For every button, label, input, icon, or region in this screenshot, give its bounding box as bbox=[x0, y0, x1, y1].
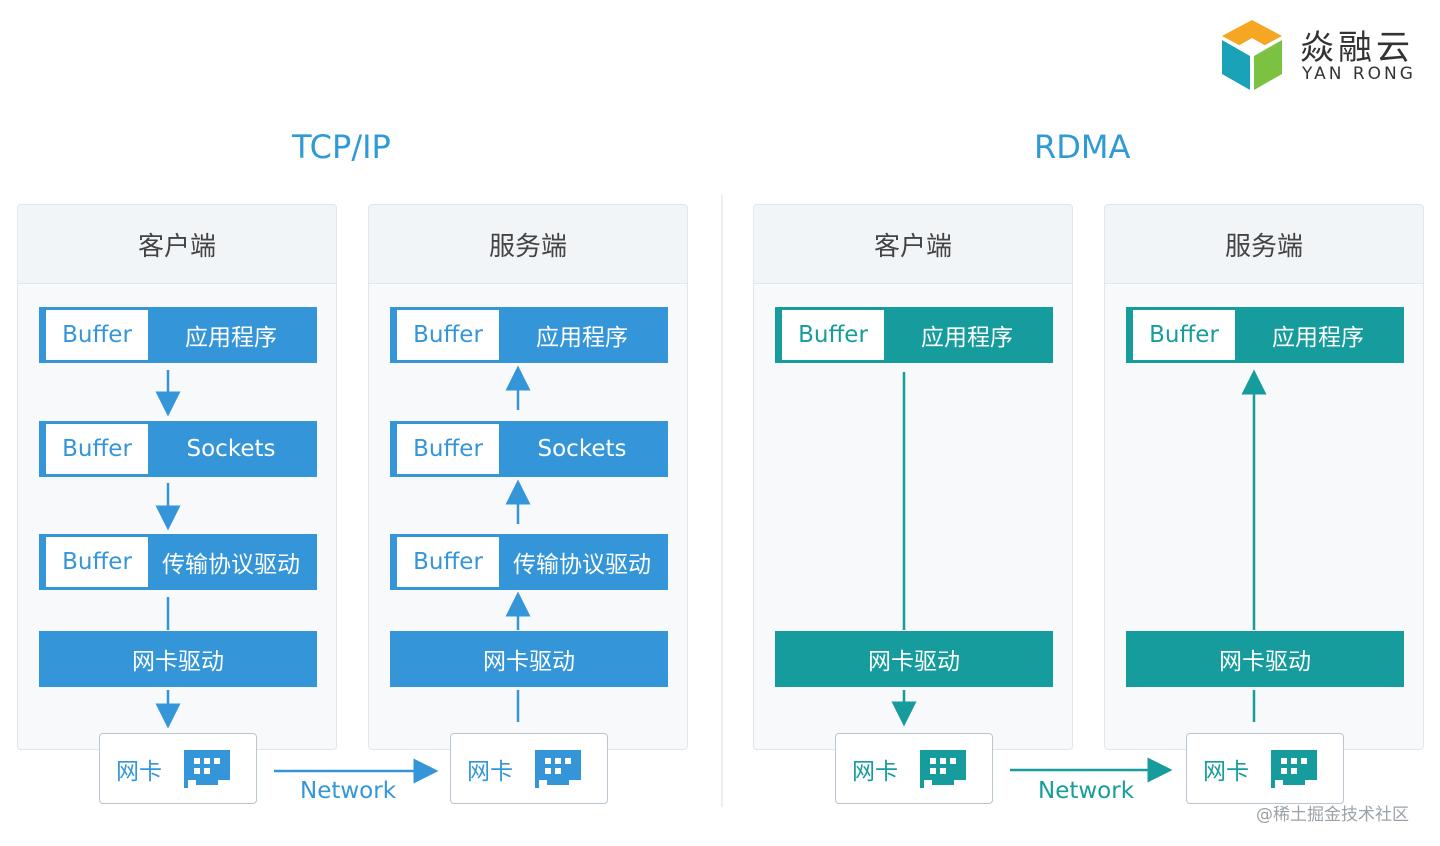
tcp-client-app-layer: Buffer 应用程序 bbox=[39, 307, 317, 363]
tcp-server-nic-driver-layer: 网卡驱动 bbox=[390, 631, 668, 687]
nic-driver-label: 网卡驱动 bbox=[483, 649, 575, 675]
buffer-label: Buffer bbox=[782, 310, 884, 360]
tcp-client-header: 客户端 bbox=[18, 205, 336, 284]
cube-logo-icon bbox=[1222, 20, 1282, 90]
buffer-label: Buffer bbox=[46, 424, 148, 474]
buffer-label: Buffer bbox=[397, 310, 499, 360]
tcp-ip-title: TCP/IP bbox=[292, 128, 391, 166]
nic-label: 网卡 bbox=[852, 758, 898, 785]
app-label: 应用程序 bbox=[1272, 325, 1364, 351]
tcp-server-nic: 网卡 bbox=[450, 733, 608, 804]
nic-driver-label: 网卡驱动 bbox=[132, 649, 224, 675]
tcp-server-app-layer: Buffer 应用程序 bbox=[390, 307, 668, 363]
rdma-client-nic: 网卡 bbox=[835, 733, 993, 804]
tcp-client-nic-driver-layer: 网卡驱动 bbox=[39, 631, 317, 687]
rdma-server-nic: 网卡 bbox=[1186, 733, 1344, 804]
rdma-client-nic-driver-layer: 网卡驱动 bbox=[775, 631, 1053, 687]
nic-driver-label: 网卡驱动 bbox=[1219, 649, 1311, 675]
network-card-icon bbox=[535, 749, 581, 788]
section-divider bbox=[721, 195, 723, 807]
buffer-label: Buffer bbox=[1133, 310, 1235, 360]
buffer-label: Buffer bbox=[397, 537, 499, 587]
rdma-server-panel: 服务端 Buffer 应用程序 网卡驱动 bbox=[1104, 204, 1424, 750]
app-label: 应用程序 bbox=[536, 325, 628, 351]
network-card-icon bbox=[184, 749, 230, 788]
rdma-client-panel: 客户端 Buffer 应用程序 网卡驱动 bbox=[753, 204, 1073, 750]
yanrong-logo: 焱融云 YAN RONG bbox=[1212, 16, 1432, 96]
transport-label: 传输协议驱动 bbox=[513, 552, 651, 578]
network-card-icon bbox=[920, 749, 966, 788]
tcp-server-header: 服务端 bbox=[369, 205, 687, 284]
nic-label: 网卡 bbox=[1203, 758, 1249, 785]
tcp-client-sockets-layer: Buffer Sockets bbox=[39, 421, 317, 477]
nic-label: 网卡 bbox=[116, 758, 162, 785]
app-label: 应用程序 bbox=[185, 325, 277, 351]
tcp-client-nic: 网卡 bbox=[99, 733, 257, 804]
tcp-server-sockets-layer: Buffer Sockets bbox=[390, 421, 668, 477]
tcp-client-panel: 客户端 Buffer 应用程序 Buffer Sockets Buffer 传输… bbox=[17, 204, 337, 750]
nic-label: 网卡 bbox=[467, 758, 513, 785]
nic-driver-label: 网卡驱动 bbox=[868, 649, 960, 675]
rdma-server-header: 服务端 bbox=[1105, 205, 1423, 284]
rdma-server-app-layer: Buffer 应用程序 bbox=[1126, 307, 1404, 363]
rdma-server-nic-driver-layer: 网卡驱动 bbox=[1126, 631, 1404, 687]
rdma-network-label: Network bbox=[1038, 778, 1135, 804]
tcp-network-label: Network bbox=[300, 778, 397, 804]
logo-brand-cn: 焱融云 bbox=[1300, 28, 1414, 68]
transport-label: 传输协议驱动 bbox=[162, 552, 300, 578]
buffer-label: Buffer bbox=[397, 424, 499, 474]
tcp-client-transport-layer: Buffer 传输协议驱动 bbox=[39, 534, 317, 590]
tcp-server-panel: 服务端 Buffer 应用程序 Buffer Sockets Buffer 传输… bbox=[368, 204, 688, 750]
app-label: 应用程序 bbox=[921, 325, 1013, 351]
rdma-title: RDMA bbox=[1034, 128, 1131, 166]
buffer-label: Buffer bbox=[46, 310, 148, 360]
sockets-label: Sockets bbox=[186, 436, 276, 462]
tcp-server-transport-layer: Buffer 传输协议驱动 bbox=[390, 534, 668, 590]
logo-brand-en: YAN RONG bbox=[1302, 64, 1416, 84]
sockets-label: Sockets bbox=[537, 436, 627, 462]
buffer-label: Buffer bbox=[46, 537, 148, 587]
network-card-icon bbox=[1271, 749, 1317, 788]
watermark: @稀土掘金技术社区 bbox=[1256, 805, 1409, 825]
rdma-client-app-layer: Buffer 应用程序 bbox=[775, 307, 1053, 363]
rdma-client-header: 客户端 bbox=[754, 205, 1072, 284]
